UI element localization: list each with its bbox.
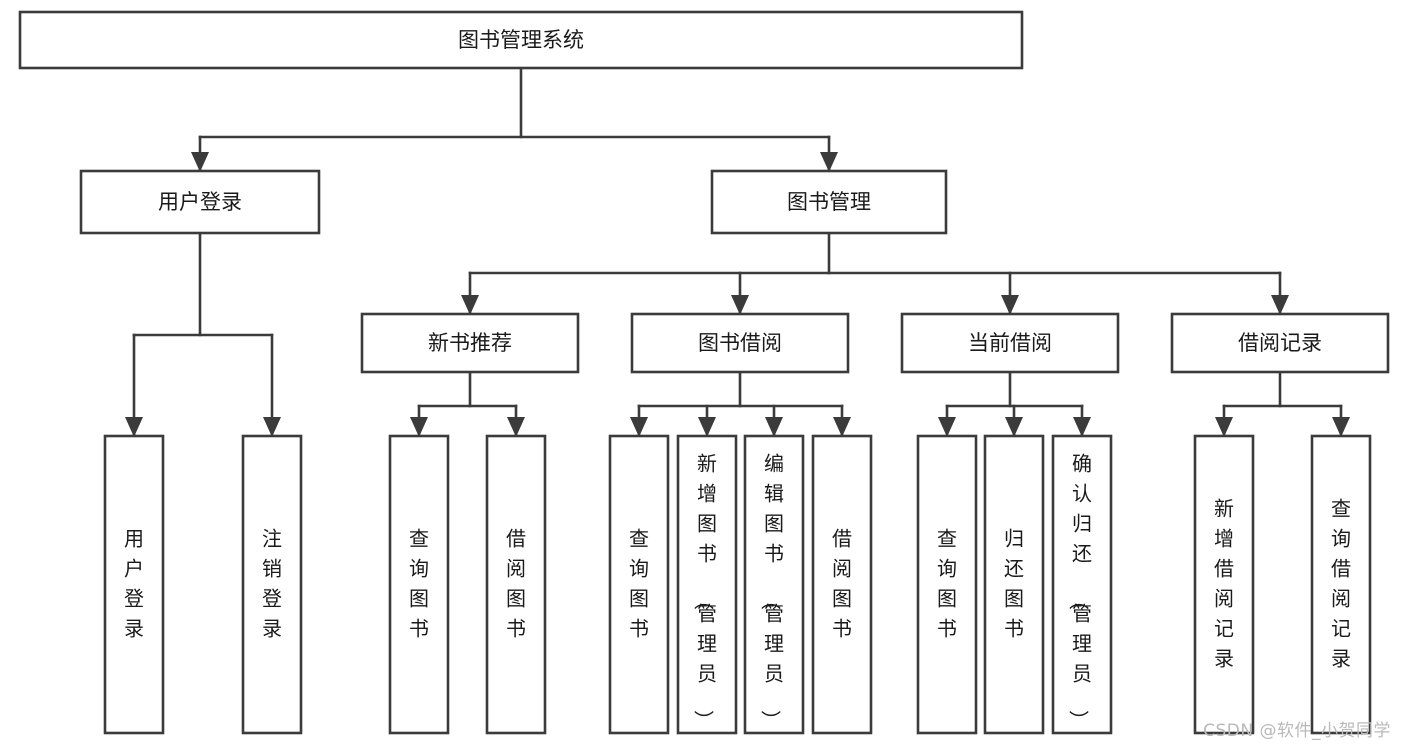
node-box-leaf-add-record [1193, 434, 1255, 735]
node-label-new-book-rec: 新书推荐 [428, 331, 512, 355]
node-box-book-manage [710, 169, 948, 235]
node-book-borrow[interactable]: 图书借阅 [630, 312, 850, 374]
node-box-leaf-query-book-3 [916, 434, 978, 735]
node-borrow-record[interactable]: 借阅记录 [1170, 312, 1390, 374]
node-user-login[interactable]: 用户登录 [79, 169, 321, 235]
node-label-leaf-query-record: 查询借阅记录 [1331, 496, 1351, 670]
node-leaf-add-book[interactable]: 新增图书（管理员） [676, 434, 738, 735]
node-label-user-login: 用户登录 [158, 190, 242, 214]
node-box-leaf-add-book [676, 434, 738, 735]
arrow-head-leaf-query-book-2 [630, 417, 648, 437]
node-box-new-book-rec [360, 312, 580, 374]
node-box-leaf-borrow-book-1 [485, 434, 547, 735]
node-leaf-query-record[interactable]: 查询借阅记录 [1310, 434, 1372, 735]
arrow-head-book-borrow [731, 295, 749, 315]
arrow-head-book-manage [820, 152, 838, 172]
node-box-root [18, 10, 1024, 70]
arrow-head-user-login [191, 152, 209, 172]
node-label-leaf-confirm-return: 确认归还（管理员） [1067, 451, 1092, 730]
node-leaf-edit-book[interactable]: 编辑图书（管理员） [743, 434, 805, 735]
arrow-head-leaf-query-book-3 [938, 417, 956, 437]
node-box-leaf-query-book-1 [388, 434, 450, 735]
node-box-user-login [79, 169, 321, 235]
node-root[interactable]: 图书管理系统 [18, 10, 1024, 70]
node-box-borrow-record [1170, 312, 1390, 374]
node-label-leaf-query-book-2: 查询图书 [629, 526, 649, 640]
arrow-head-leaf-edit-book [765, 417, 783, 437]
node-new-book-rec[interactable]: 新书推荐 [360, 312, 580, 374]
arrow-head-leaf-query-book-1 [410, 417, 428, 437]
node-label-leaf-user-login: 用户登录 [124, 526, 144, 640]
node-book-manage[interactable]: 图书管理 [710, 169, 948, 235]
node-label-book-borrow: 图书借阅 [698, 331, 782, 355]
node-label-root: 图书管理系统 [458, 28, 584, 52]
node-box-leaf-query-record [1310, 434, 1372, 735]
node-label-leaf-logout: 注销登录 [262, 526, 282, 640]
node-box-leaf-logout [241, 434, 303, 735]
node-current-borrow[interactable]: 当前借阅 [900, 312, 1120, 374]
node-leaf-query-book-2[interactable]: 查询图书 [608, 434, 670, 735]
node-box-leaf-confirm-return [1051, 434, 1113, 735]
node-leaf-return-book[interactable]: 归还图书 [983, 434, 1045, 735]
node-label-leaf-edit-book: 编辑图书（管理员） [759, 451, 784, 730]
node-label-book-manage: 图书管理 [787, 190, 871, 214]
node-box-current-borrow [900, 312, 1120, 374]
node-label-leaf-return-book: 归还图书 [1004, 526, 1024, 640]
node-label-leaf-add-record: 新增借阅记录 [1214, 496, 1234, 670]
node-layer: 图书管理系统用户登录图书管理新书推荐图书借阅当前借阅借阅记录用户登录注销登录查询… [18, 10, 1390, 735]
arrow-head-leaf-return-book [1005, 417, 1023, 437]
node-label-leaf-query-book-1: 查询图书 [409, 526, 429, 640]
node-label-leaf-borrow-book-1: 借阅图书 [506, 526, 526, 640]
node-leaf-add-record[interactable]: 新增借阅记录 [1193, 434, 1255, 735]
connector-layer [125, 66, 1350, 437]
node-box-leaf-user-login [103, 434, 165, 735]
node-box-book-borrow [630, 312, 850, 374]
arrow-head-leaf-logout [263, 417, 281, 437]
node-box-leaf-edit-book [743, 434, 805, 735]
arrow-head-borrow-record [1271, 295, 1289, 315]
arrow-head-leaf-borrow-book-1 [507, 417, 525, 437]
node-leaf-confirm-return[interactable]: 确认归还（管理员） [1051, 434, 1113, 735]
node-box-leaf-query-book-2 [608, 434, 670, 735]
arrow-head-current-borrow [1001, 295, 1019, 315]
node-label-leaf-query-book-3: 查询图书 [937, 526, 957, 640]
arrow-head-leaf-confirm-return [1073, 417, 1091, 437]
node-box-leaf-borrow-book-2 [811, 434, 873, 735]
node-label-leaf-borrow-book-2: 借阅图书 [832, 526, 852, 640]
arrow-head-leaf-query-record [1332, 417, 1350, 437]
arrow-head-leaf-borrow-book-2 [833, 417, 851, 437]
node-label-current-borrow: 当前借阅 [968, 331, 1052, 355]
arrow-head-new-book-rec [461, 295, 479, 315]
node-leaf-query-book-3[interactable]: 查询图书 [916, 434, 978, 735]
node-box-leaf-return-book [983, 434, 1045, 735]
arrow-head-leaf-add-book [698, 417, 716, 437]
node-label-leaf-add-book: 新增图书（管理员） [692, 451, 717, 730]
node-leaf-borrow-book-2[interactable]: 借阅图书 [811, 434, 873, 735]
node-leaf-query-book-1[interactable]: 查询图书 [388, 434, 450, 735]
node-leaf-logout[interactable]: 注销登录 [241, 434, 303, 735]
node-leaf-borrow-book-1[interactable]: 借阅图书 [485, 434, 547, 735]
node-leaf-user-login[interactable]: 用户登录 [103, 434, 165, 735]
arrow-head-leaf-user-login [125, 417, 143, 437]
arrow-head-leaf-add-record [1215, 417, 1233, 437]
node-label-borrow-record: 借阅记录 [1238, 331, 1322, 355]
